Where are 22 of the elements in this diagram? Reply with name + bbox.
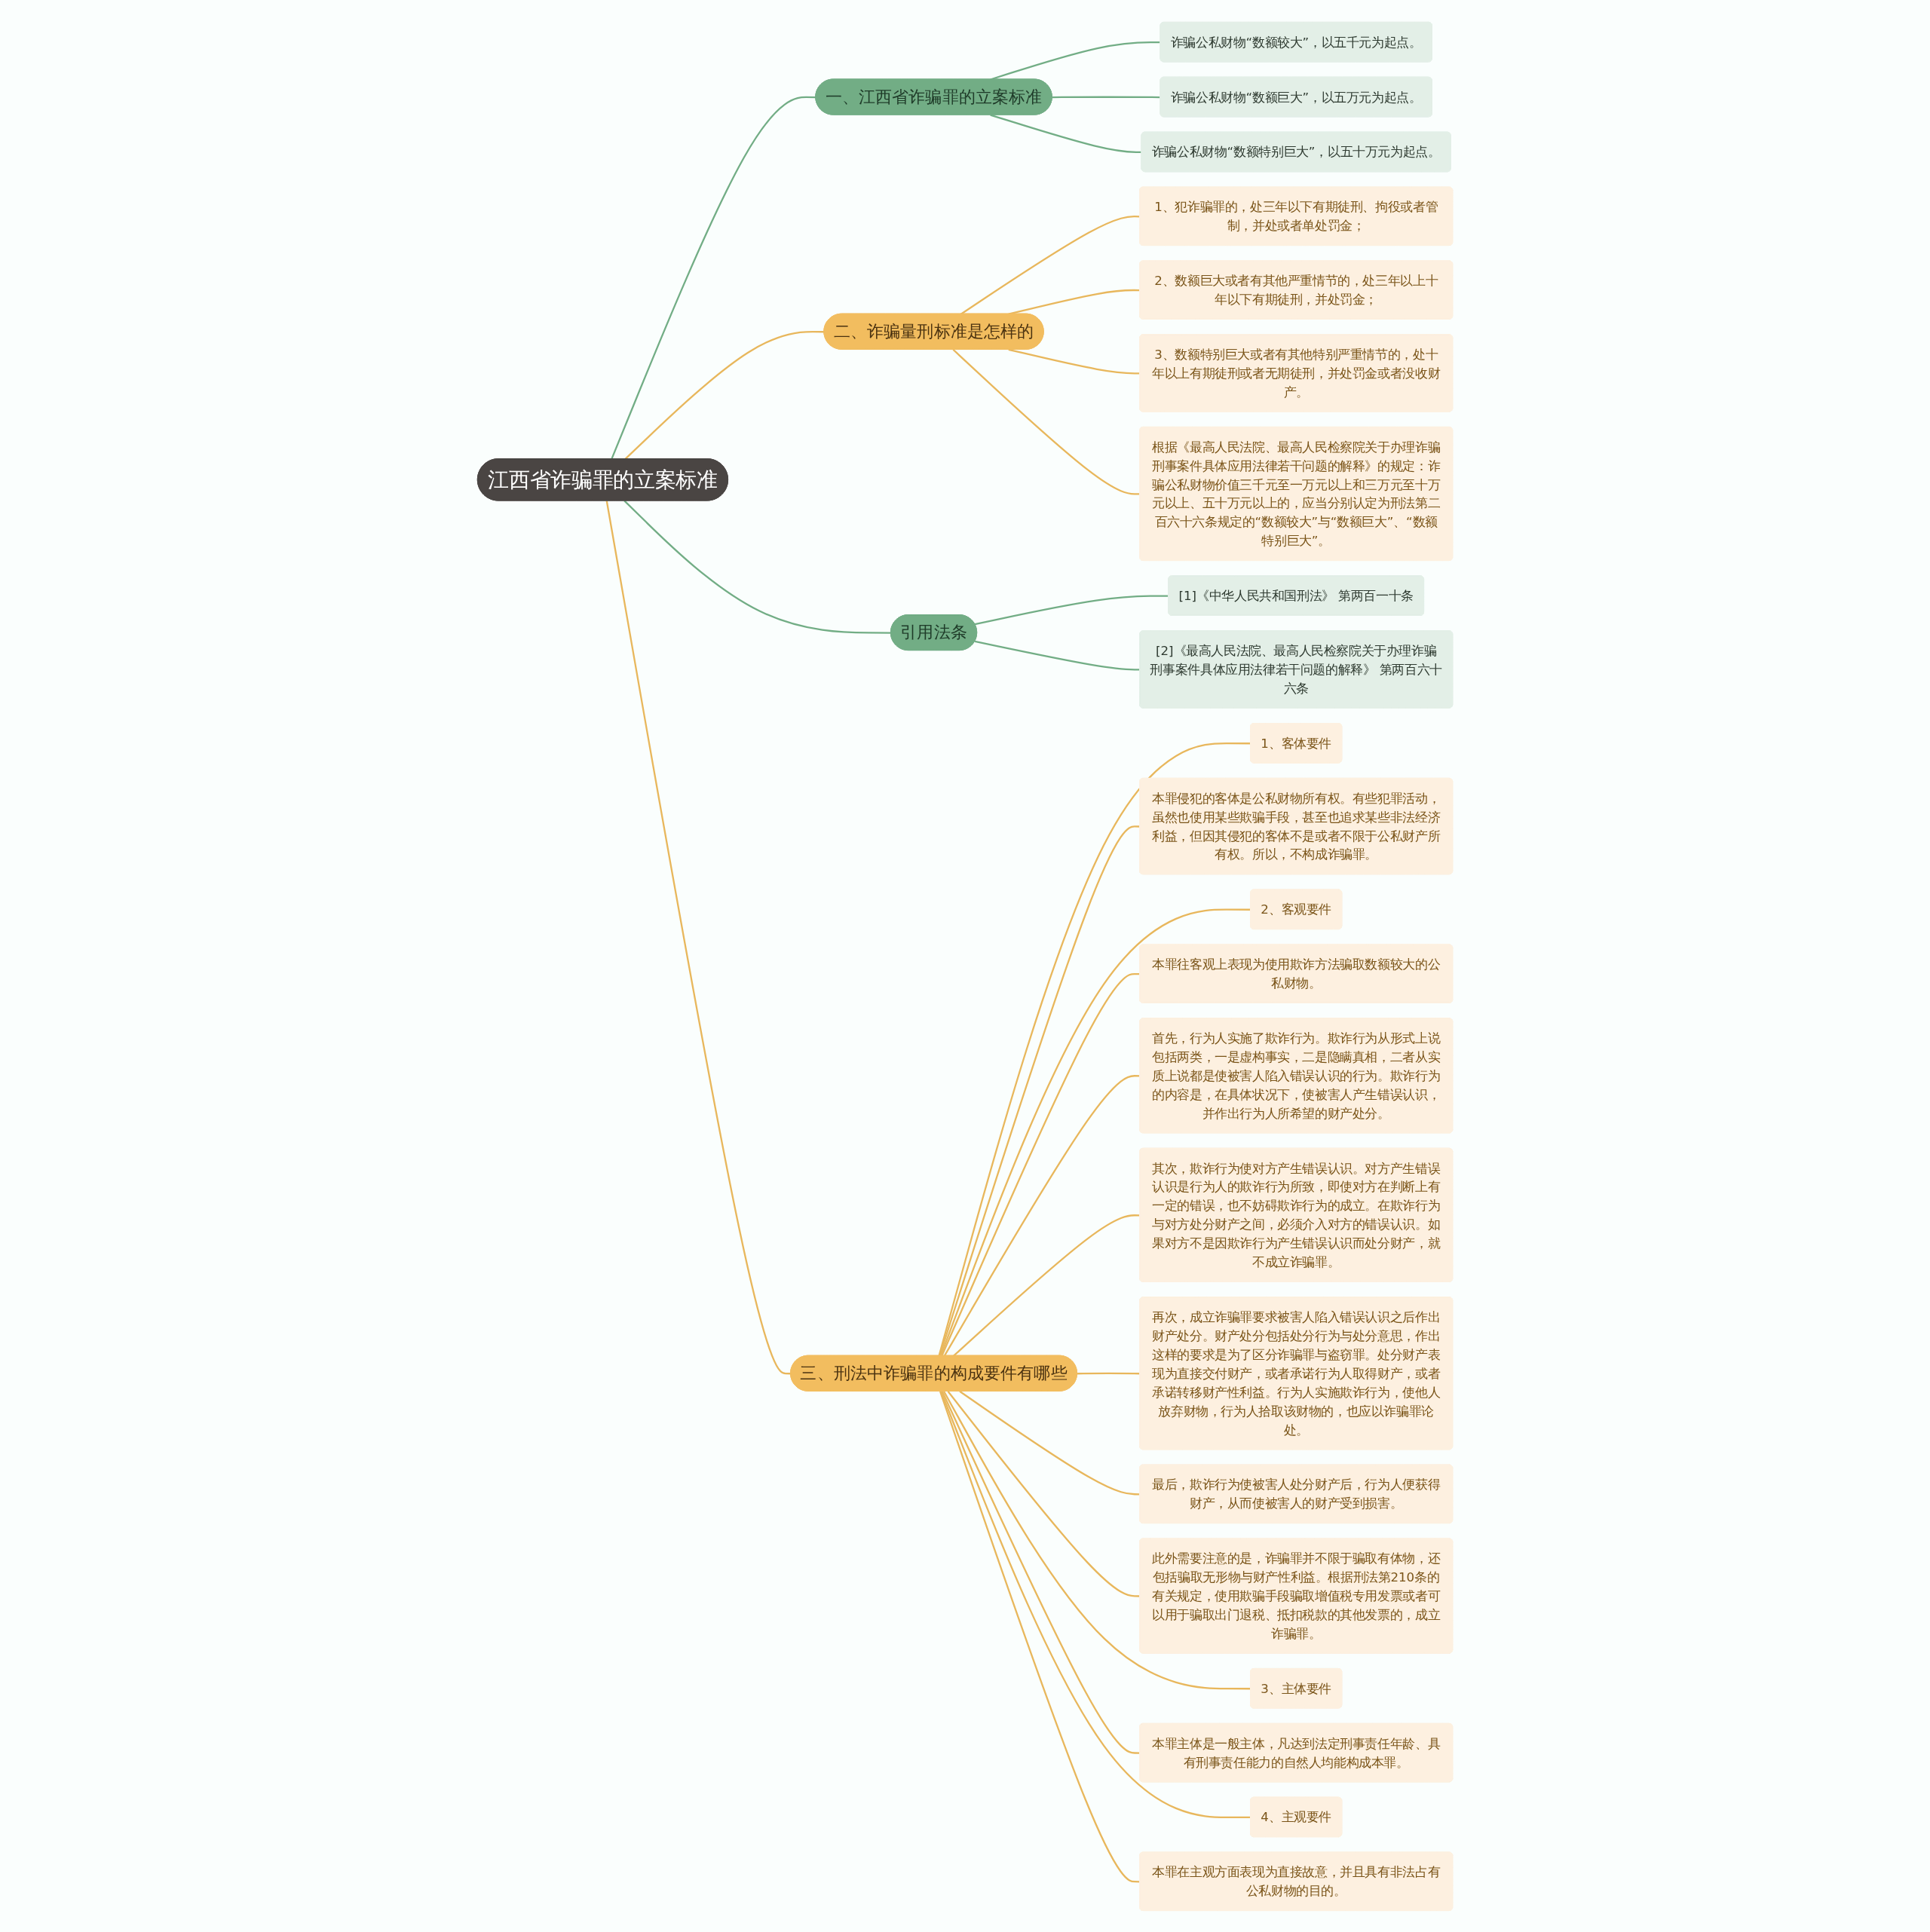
connector — [942, 1390, 1251, 1689]
connector — [624, 330, 825, 460]
connector — [941, 972, 1140, 1356]
connector — [1077, 1372, 1140, 1374]
connector — [1052, 96, 1161, 98]
connector — [990, 113, 1142, 153]
connector — [939, 908, 1251, 1356]
connector — [952, 348, 1140, 495]
connector — [939, 825, 1140, 1356]
connector — [938, 742, 1251, 1356]
connector — [605, 500, 792, 1374]
connector — [623, 500, 891, 634]
connector — [940, 1390, 1251, 1818]
connector — [939, 1390, 1140, 1882]
connector — [611, 96, 816, 460]
connector — [1008, 348, 1140, 375]
connector — [941, 1390, 1140, 1754]
connector — [974, 640, 1140, 671]
connector — [943, 1074, 1140, 1356]
connector — [959, 1390, 1140, 1495]
connector — [974, 594, 1169, 625]
connector — [947, 1390, 1140, 1597]
